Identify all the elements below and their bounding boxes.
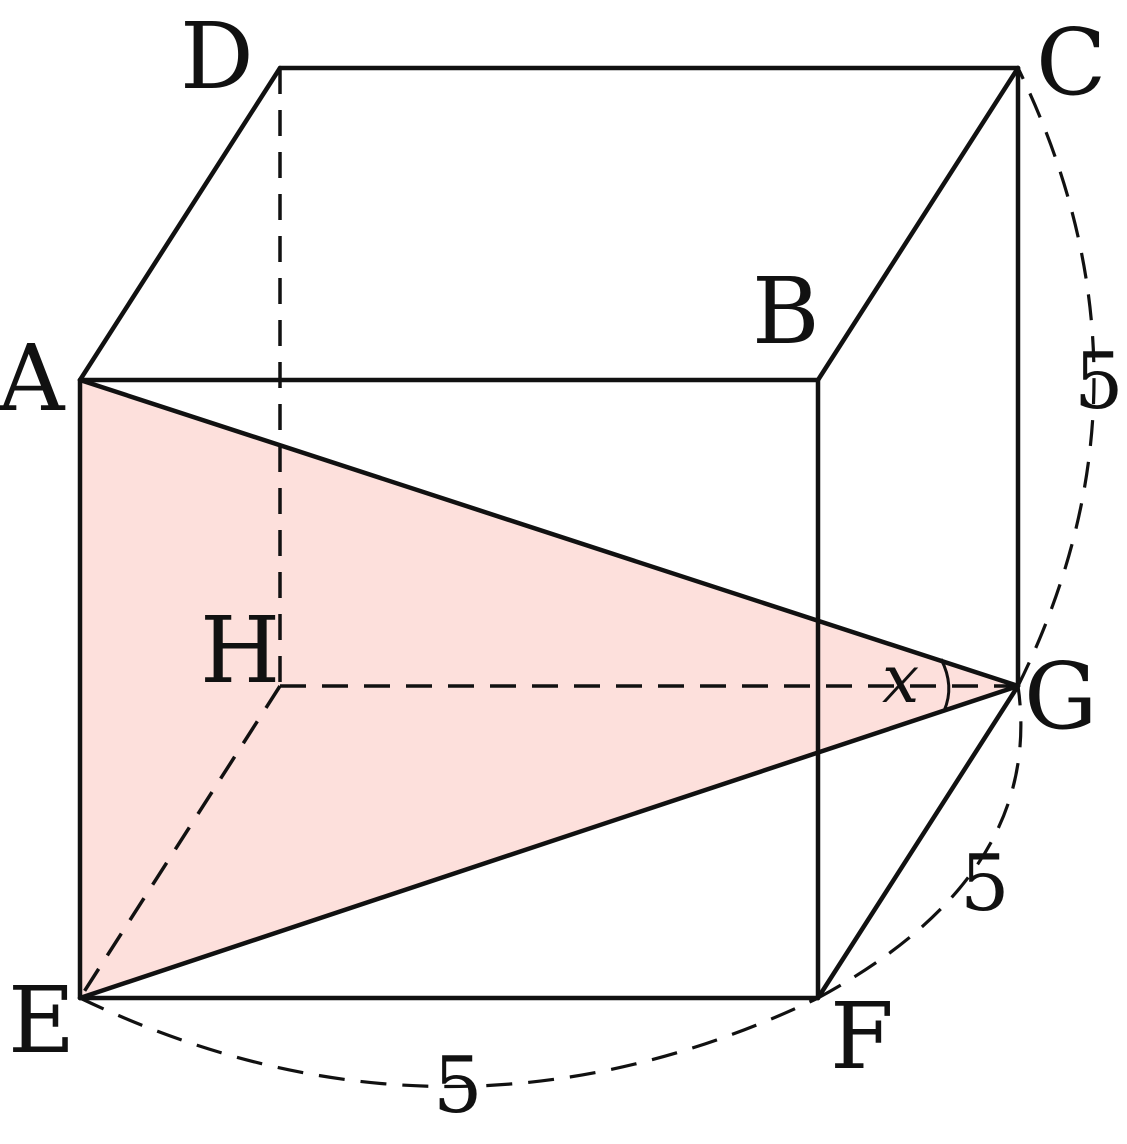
dimension-arc-gc <box>1016 67 1096 687</box>
edge-bc <box>815 65 1021 383</box>
dimension-arc-ef <box>79 996 819 1088</box>
vertex-label-f: F <box>830 983 894 1090</box>
vertex-label-d: D <box>180 3 254 110</box>
angle-label-x: x <box>882 641 919 718</box>
vertex-label-e: E <box>8 967 75 1074</box>
edge-ag <box>77 377 1021 689</box>
edge-ad <box>77 65 283 383</box>
vertex-label-b: B <box>752 258 820 365</box>
edge-fg <box>815 683 1021 1001</box>
triangle-aeg-fill <box>80 380 1018 998</box>
dimension-label-fg: 5 <box>960 839 1010 929</box>
dimension-label-ef: 5 <box>433 1041 483 1131</box>
vertex-label-a: A <box>0 325 66 432</box>
hidden-edge-he <box>78 685 282 999</box>
edge-eg <box>77 683 1021 1001</box>
dimension-arc-fg <box>817 685 1023 1000</box>
dimension-label-gc: 5 <box>1074 337 1124 427</box>
vertex-label-h: H <box>200 597 280 704</box>
angle-arc-x <box>939 658 951 712</box>
vertex-label-c: C <box>1036 9 1106 116</box>
vertex-label-g: G <box>1024 643 1098 750</box>
